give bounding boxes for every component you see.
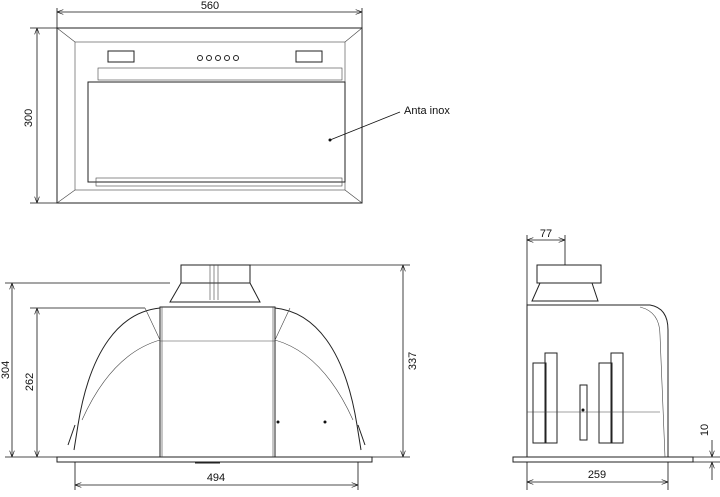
dim-flange-10: 10 — [699, 424, 711, 436]
dim-duct-offset-77: 77 — [540, 228, 552, 240]
dim-height-300: 300 — [23, 109, 35, 127]
dim-height-262: 262 — [24, 373, 36, 391]
front-view — [30, 8, 401, 204]
control-button-left-icon — [107, 50, 135, 63]
side-view — [512, 235, 720, 490]
dim-width-494: 494 — [207, 472, 225, 484]
control-knobs-icon — [197, 55, 239, 61]
dim-depth-259: 259 — [588, 469, 606, 481]
callout-anta-inox: Anta inox — [404, 105, 450, 117]
control-button-right-icon — [295, 50, 323, 63]
elevation-view — [5, 264, 410, 490]
dim-height-304: 304 — [0, 361, 12, 379]
dim-width-560: 560 — [201, 0, 219, 12]
dim-total-height-337: 337 — [407, 352, 419, 370]
